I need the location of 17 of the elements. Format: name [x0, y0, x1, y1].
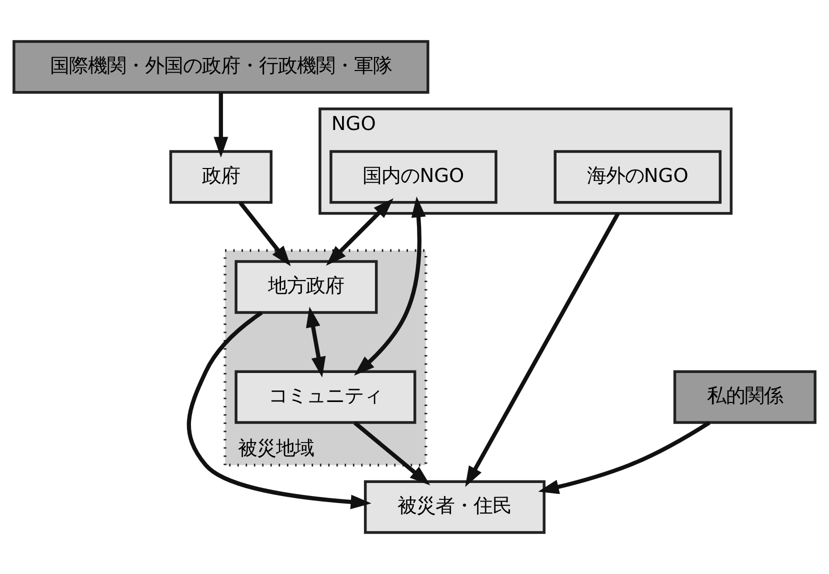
node-box: 私的関係 [673, 370, 816, 424]
arrow [354, 196, 426, 376]
arrow [538, 420, 710, 494]
node-box: コミュニティ [234, 370, 416, 424]
node-box: 政府 [169, 150, 272, 204]
arrow [465, 212, 620, 488]
arrow [353, 421, 430, 486]
node-box: 国際機関・外国の政府・行政機関・軍隊 [12, 40, 430, 94]
arrow [326, 198, 394, 266]
arrow [238, 201, 291, 266]
node-box: 地方政府 [234, 260, 378, 314]
arrow [186, 311, 372, 510]
node-box: 被災者・住民 [364, 480, 546, 534]
arrow [214, 92, 228, 158]
arrow [306, 306, 326, 378]
node-box: 国内のNGO [330, 150, 498, 204]
node-box: 海外のNGO [554, 150, 722, 204]
